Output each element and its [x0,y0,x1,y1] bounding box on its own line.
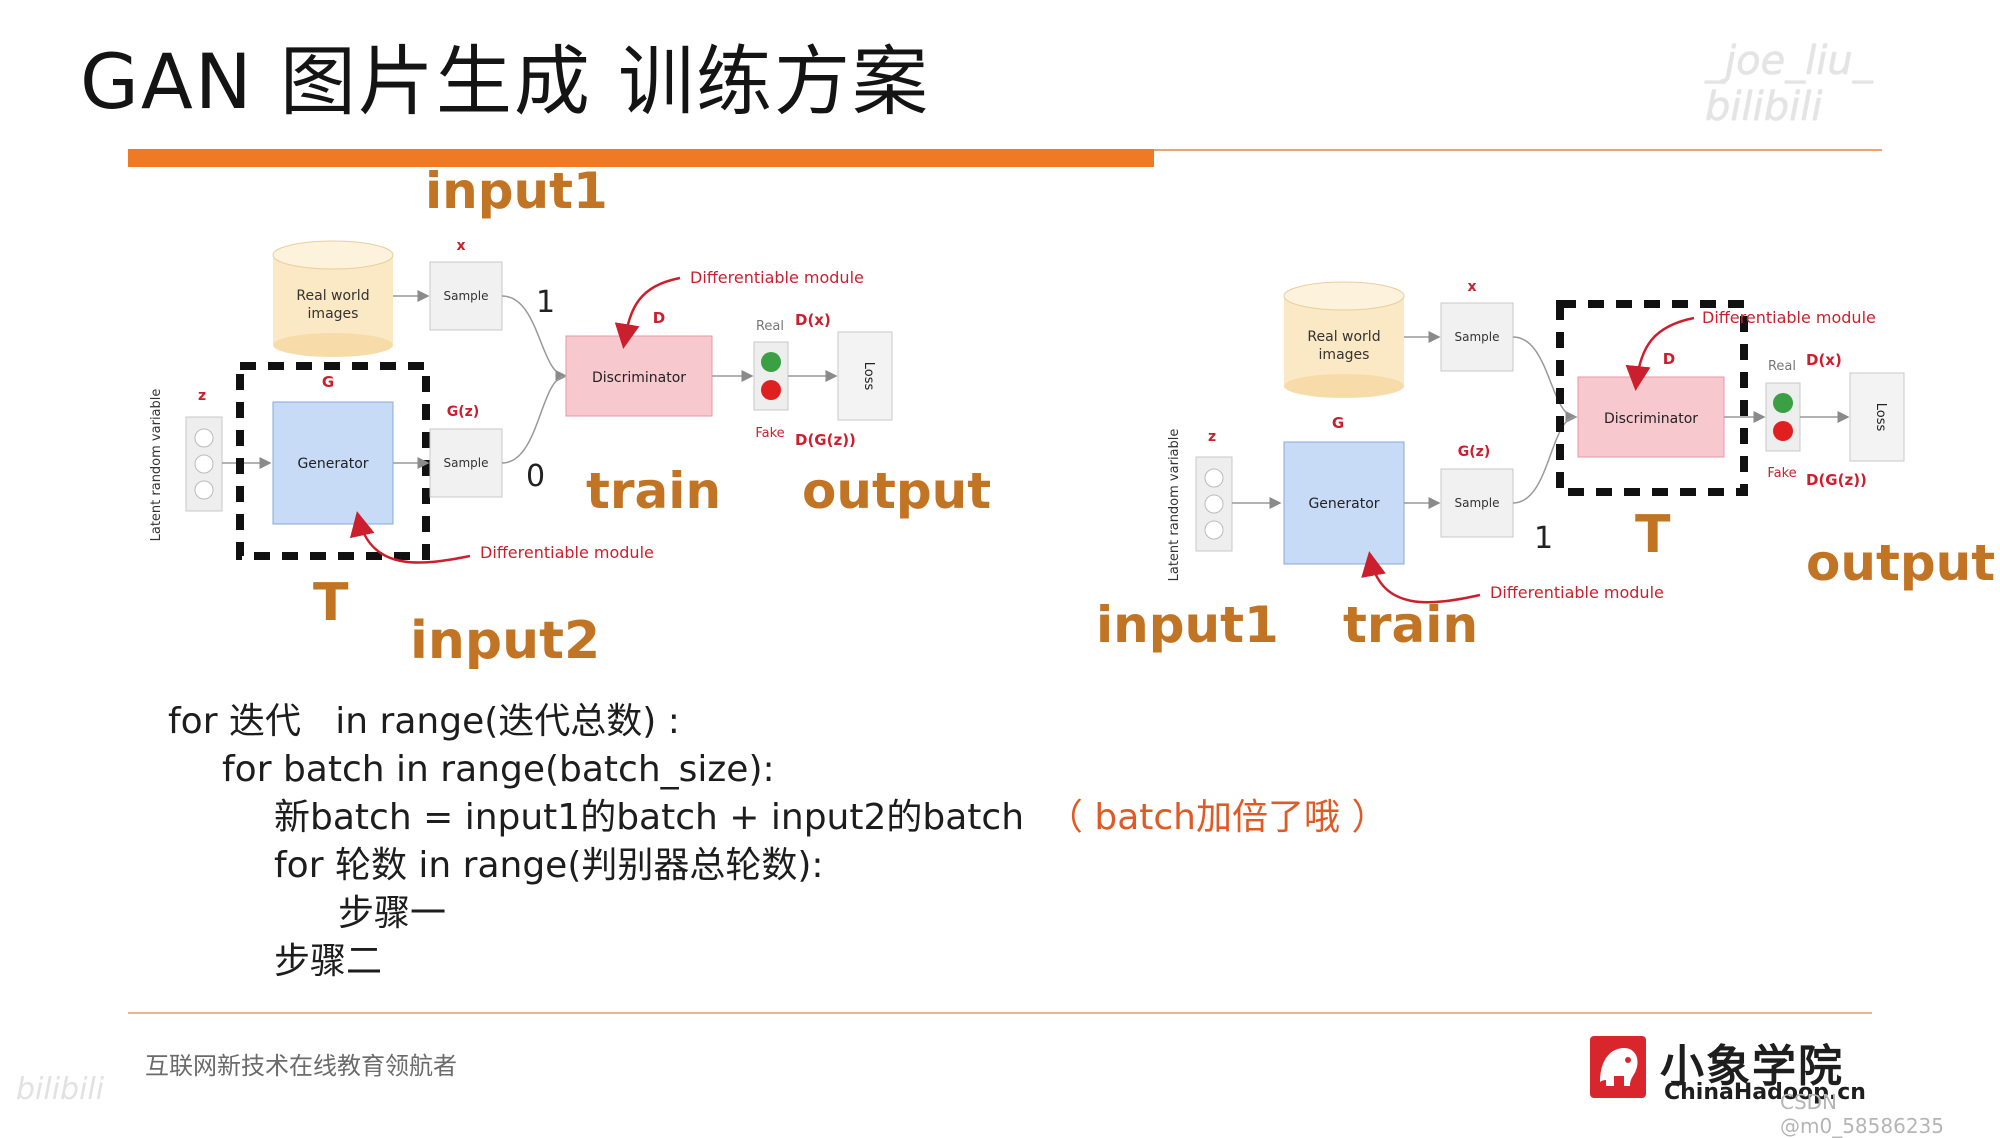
footer-rule [128,1012,1872,1014]
discriminator-label: Discriminator [1604,411,1698,427]
generator-label: Generator [297,456,368,472]
dgz-label: D(G(z)) [795,431,856,449]
generator-label: Generator [1308,496,1379,512]
diff-module-label-g: Differentiable module [1490,583,1664,602]
g-label: G [1332,414,1344,432]
real-label: Real [1768,359,1796,374]
diagram-left: Real world images Sample x 1 Latent rand… [149,162,991,671]
training-pseudocode: for 迭代 in range(迭代总数) : for batch in ran… [168,698,1387,986]
loss-box [837,331,893,421]
g-label: G [322,373,334,391]
gz-label: G(z) [1458,444,1490,460]
dgz-label: D(G(z)) [1806,471,1867,489]
loss-label: Loss [1873,403,1888,432]
annotation-input1: input1 [1096,596,1279,654]
diff-module-label-g: Differentiable module [480,543,654,562]
label-one: 1 [536,285,555,320]
discriminator-box [1577,376,1725,458]
title-bar-accent [128,149,1154,167]
latent-variable-label: Latent random variable [1167,429,1182,582]
logo-name: 小象学院 [1660,1041,1844,1092]
z-label: z [198,388,206,404]
sample-box-real [1440,302,1514,372]
discriminator-label: Discriminator [592,370,686,386]
dashed-box-T [1556,300,1748,496]
gz-label: G(z) [447,404,479,420]
slide-title: GAN 图片生成 训练方案 [80,37,931,126]
watermark-bottom-left: bilibili [16,1072,105,1107]
z-label: z [1208,429,1216,445]
watermark-bottom-right: CSDN @m0_58586235 [1780,1090,1945,1138]
footer-slogan: 互联网新技术在线教育领航者 [145,1052,457,1080]
generator-box [272,401,394,525]
watermark-top: _joe_liu_ bilibili [1705,38,1873,130]
code-line-4: for 轮数 in range(判别器总轮数): [274,845,824,886]
label-one: 1 [1534,521,1553,556]
dx-label: D(x) [1806,351,1842,369]
sample-label: Sample [1455,496,1500,510]
sample-box-real [429,261,503,331]
annotation-T: T [313,573,349,633]
diagram-right: Real world images Sample x Latent random… [1096,279,1995,654]
loss-box [1849,372,1905,462]
logo-subtitle: ChinaHadoop.cn [1664,1080,1866,1105]
x-label: x [1467,279,1476,295]
x-label: x [456,238,465,254]
discriminator-box [565,335,713,417]
loss-label: Loss [861,362,876,391]
title-bar-rule [1154,149,1882,151]
sample-label: Sample [1455,330,1500,344]
label-zero: 0 [526,459,545,494]
code-line-3-text: 新batch = input1的batch + input2的batch [274,797,1025,838]
diff-module-label-d: Differentiable module [1702,308,1876,327]
sample-box-fake [1440,468,1514,538]
fake-label: Fake [755,426,784,441]
code-line-3-note: （ batch加倍了哦 ） [1046,797,1388,838]
elephant-logo-icon [1590,1036,1646,1098]
sample-box-fake [429,428,503,498]
annotation-output: output [1806,534,1995,592]
sample-label: Sample [444,289,489,303]
d-label: D [1663,350,1675,368]
code-line-5: 步骤一 [338,893,447,934]
real-world-label-2: images [1319,347,1370,363]
annotation-T: T [1635,505,1671,565]
latent-variable-label: Latent random variable [149,389,164,542]
code-line-2: for batch in range(batch_size): [222,749,775,790]
code-line-6: 步骤二 [274,941,383,982]
code-line-3: 新batch = input1的batch + input2的batch （ b… [168,794,1387,842]
annotation-input2: input2 [410,611,600,671]
real-world-images: Real world images [272,240,394,357]
real-world-label-1: Real world [1307,329,1380,345]
annotation-input1: input1 [425,162,608,220]
fake-label: Fake [1767,466,1796,481]
annotation-train: train [586,462,721,520]
sample-label: Sample [444,456,489,470]
real-world-label-1: Real world [296,288,369,304]
d-label: D [653,309,665,327]
code-line-1: for 迭代 in range(迭代总数) : [168,701,680,742]
real-label: Real [756,319,784,334]
annotation-output: output [802,462,991,520]
dx-label: D(x) [795,311,831,329]
diff-module-label-d: Differentiable module [690,268,864,287]
real-world-label-2: images [308,306,359,322]
annotation-train: train [1343,596,1478,654]
